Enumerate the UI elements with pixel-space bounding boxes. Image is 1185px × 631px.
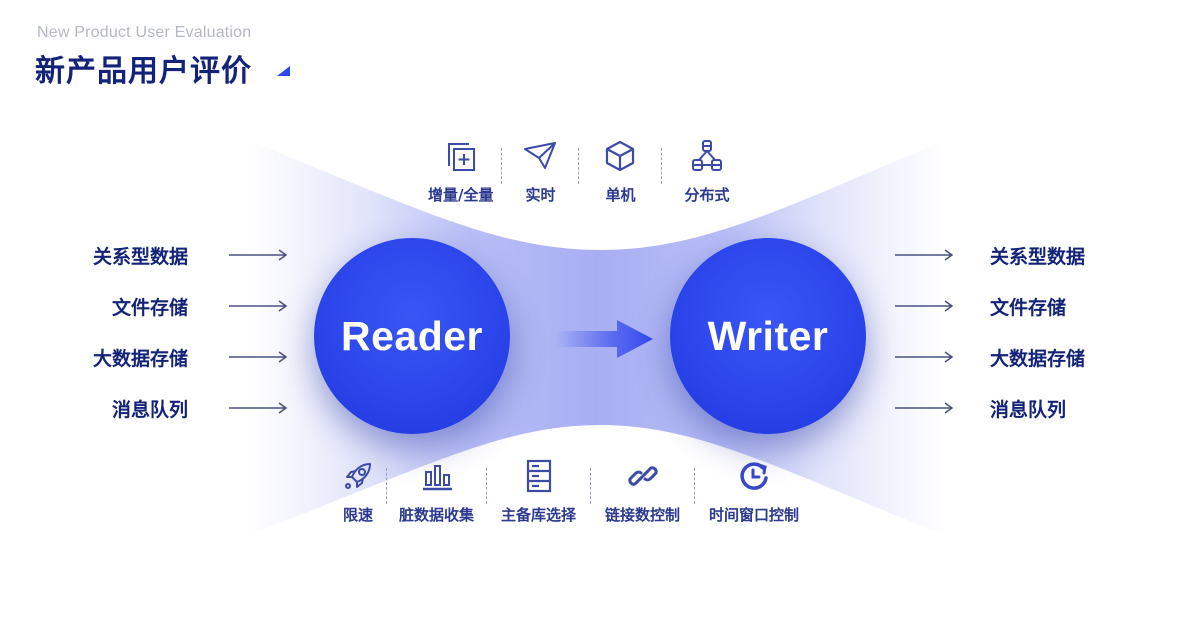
feature-label: 主备库选择 xyxy=(501,506,577,524)
feature-time-window: 时间窗口控制 xyxy=(695,458,813,525)
copy-plus-icon xyxy=(447,143,475,171)
target-item: 文件存储 xyxy=(990,297,1067,319)
feature-label: 时间窗口控制 xyxy=(709,506,800,524)
rocket-icon xyxy=(345,463,371,489)
arrow-right-icon xyxy=(229,402,288,414)
arrow-right-icon xyxy=(895,249,954,261)
feature-realtime: 实时 xyxy=(502,138,578,205)
paper-plane-icon xyxy=(524,142,557,169)
arrow-right-icon xyxy=(895,351,954,363)
title-corner-mark xyxy=(277,66,290,76)
dashed-divider xyxy=(486,468,488,504)
target-arrows xyxy=(895,240,955,444)
arrow-right-icon xyxy=(229,300,288,312)
cube-icon xyxy=(606,140,635,172)
feature-master-slave: 主备库选择 xyxy=(487,458,590,525)
distributed-database-icon xyxy=(691,140,722,171)
source-item: 大数据存储 xyxy=(92,348,188,370)
bottom-feature-row: 限速 脏数据收集 主备库选择 链接数控制 时间窗口控制 xyxy=(330,458,813,525)
clock-refresh-icon xyxy=(740,462,768,490)
source-arrows xyxy=(229,240,289,444)
target-item: 大数据存储 xyxy=(990,348,1086,370)
feature-label: 分布式 xyxy=(684,186,730,204)
target-item: 消息队列 xyxy=(990,399,1067,421)
dashed-divider xyxy=(694,468,696,504)
feature-label: 单机 xyxy=(605,186,636,204)
target-list: 关系型数据 文件存储 大数据存储 消息队列 xyxy=(990,240,1185,444)
reader-label: Reader xyxy=(340,312,483,359)
feature-label: 链接数控制 xyxy=(605,506,681,524)
dashed-divider xyxy=(501,148,503,184)
feature-label: 增量/全量 xyxy=(428,186,494,204)
arrow-right-icon xyxy=(895,402,954,414)
arrow-right-icon xyxy=(895,300,954,312)
source-item: 关系型数据 xyxy=(92,246,188,268)
feature-label: 实时 xyxy=(525,186,556,204)
source-list: 关系型数据 文件存储 大数据存储 消息队列 xyxy=(60,240,260,444)
reader-node: Reader xyxy=(314,238,510,434)
writer-node: Writer xyxy=(670,238,866,434)
dashed-divider xyxy=(590,468,592,504)
arrow-right-icon xyxy=(229,351,288,363)
feature-dirty-data: 脏数据收集 xyxy=(387,458,486,525)
link-icon xyxy=(627,466,658,486)
page-subtitle: New Product User Evaluation xyxy=(37,24,252,41)
flow-arrow-icon xyxy=(555,320,653,358)
feature-incremental-full: 增量/全量 xyxy=(420,138,501,205)
source-item: 消息队列 xyxy=(111,399,188,421)
dashed-divider xyxy=(386,468,387,504)
arrow-right-icon xyxy=(229,249,288,261)
server-icon xyxy=(526,459,551,493)
target-item: 关系型数据 xyxy=(990,246,1086,268)
page-title: 新产品用户评价 xyxy=(35,54,252,89)
feature-standalone: 单机 xyxy=(579,138,661,205)
top-feature-row: 增量/全量 实时 单机 分布式 xyxy=(420,138,752,205)
feature-label: 脏数据收集 xyxy=(399,506,475,524)
bar-chart-icon xyxy=(422,465,452,491)
writer-label: Writer xyxy=(707,312,829,359)
dashed-divider xyxy=(578,148,580,184)
feature-label: 限速 xyxy=(342,506,373,524)
source-item: 文件存储 xyxy=(111,297,188,319)
feature-distributed: 分布式 xyxy=(662,138,751,205)
feature-rate-limit: 限速 xyxy=(330,458,386,525)
feature-connection-limit: 链接数控制 xyxy=(591,458,694,525)
dashed-divider xyxy=(661,148,663,184)
